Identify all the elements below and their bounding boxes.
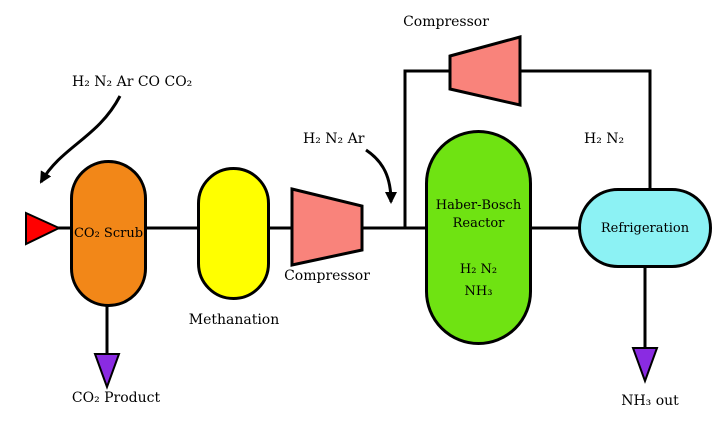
feed-inlet-arrow [25,211,62,246]
co2-scrub-unit: CO₂ Scrub [70,160,147,307]
methanation-unit [197,167,270,300]
methanation-label: Methanation [188,312,280,328]
makeup-annotation-arrow [365,148,397,204]
reactor-contents-line2: NH₃ [464,284,493,299]
co2-product-stream-label: CO₂ Product [71,390,161,406]
co2-scrub-label: CO₂ Scrub [73,226,144,241]
haber-bosch-reactor-unit: Haber-Bosch Reactor H₂ N₂ NH₃ [425,130,532,345]
refrigeration-unit: Refrigeration [578,188,712,268]
feed-annotation-arrow [39,95,122,184]
reactor-contents-line1: H₂ N₂ [459,262,498,277]
compressor-recycle-label: Compressor [403,14,489,30]
co2-product-arrow [93,353,121,390]
reactor-title-line2: Reactor [452,216,505,231]
compressor-recycle-shape [448,35,522,107]
recycle-stream-label: H₂ N₂ [584,131,625,147]
feed-stream-label: H₂ N₂ Ar CO CO₂ [72,74,193,90]
refrigeration-label: Refrigeration [600,220,690,236]
compressor-main-shape [290,187,364,267]
compressor-main-label: Compressor [284,268,370,284]
makeup-stream-label: H₂ N₂ Ar [303,131,365,147]
reactor-title-line1: Haber-Bosch [435,198,522,213]
recycle-loop-line [403,69,652,228]
nh3-out-stream-label: NH₃ out [621,393,679,409]
nh3-out-arrow [631,347,659,384]
